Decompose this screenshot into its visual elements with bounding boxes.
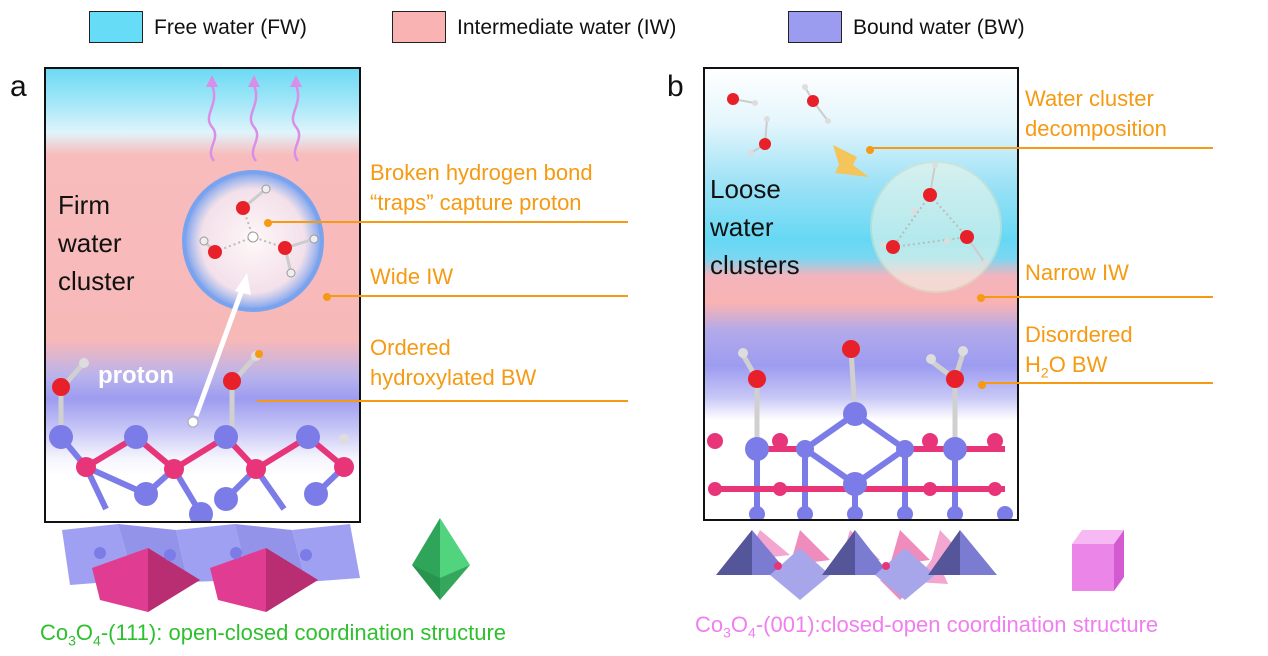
legend-swatch-bound-water: [788, 11, 842, 43]
panel-b-caption: Co3O4-(001):closed-open coordination str…: [695, 612, 1158, 640]
caption-sub: 3: [68, 632, 76, 649]
heat-wave-3: [291, 84, 301, 162]
loose-cluster-bubble: [870, 161, 1002, 293]
annotation-water-cluster-decomposition: Water cluster decomposition: [1025, 84, 1167, 144]
caption-sub: 3: [723, 624, 731, 641]
closed-open-polyhedra-chain: [716, 530, 997, 600]
proton-arrow: [193, 286, 246, 417]
heat-wave-2: [249, 84, 259, 162]
proton-atom: [187, 416, 199, 428]
green-octahedron-icon: [412, 518, 470, 600]
hydroxyl-hydrogen: [79, 358, 89, 368]
annotation-line: Water cluster: [1025, 86, 1154, 111]
legend-swatch-free-water: [89, 11, 143, 43]
proton-label: proton: [98, 362, 174, 389]
hydrogen-atom: [309, 234, 319, 244]
panel-b-box: [703, 67, 1019, 521]
panel-a-box: [44, 67, 361, 523]
oxygen-atom: [278, 241, 292, 255]
legend-label-bound-water: Bound water (BW): [853, 16, 1025, 39]
hydroxyl-hydrogen: [339, 434, 349, 444]
oxygen-atom: [236, 201, 250, 215]
panel-b-cluster-label: Loose water clusters: [710, 170, 800, 284]
hydrogen-atom: [247, 231, 259, 243]
formula-h: H: [1025, 352, 1041, 377]
formula-rest: O BW: [1048, 352, 1108, 377]
annotation-line: Ordered: [370, 335, 451, 360]
caption-sub: 4: [93, 632, 101, 649]
annotation-line: Disordered: [1025, 322, 1133, 347]
open-closed-polyhedra-chain: [62, 524, 360, 612]
annotation-line: H2O BW: [1025, 350, 1133, 387]
cluster-label-line: water: [58, 228, 122, 258]
formula-sub: 2: [1040, 364, 1049, 381]
panel-a-caption: Co3O4-(111): open-closed coordination st…: [40, 620, 506, 648]
decomposition-arrow: [833, 145, 869, 177]
annotation-line: “traps” capture proton: [370, 190, 582, 215]
annotation-disordered-bw: Disordered H2O BW: [1025, 320, 1133, 387]
cluster-label-line: cluster: [58, 266, 135, 296]
panel-b-letter: b: [667, 70, 684, 103]
annotation-wide-iw: Wide IW: [370, 264, 454, 289]
cluster-label-line: clusters: [710, 250, 800, 280]
free-water-molecules: [727, 84, 831, 156]
hydrogen-atom: [199, 236, 209, 246]
hydrogen-atom: [286, 268, 296, 278]
caption-text: -(001):closed-open coordination structur…: [755, 612, 1159, 637]
annotation-line: decomposition: [1025, 116, 1167, 141]
caption-o: O: [75, 620, 94, 645]
oxygen-atom: [208, 245, 222, 259]
panel-a-letter: a: [10, 70, 27, 103]
caption-text: -(111): open-closed coordination structu…: [100, 620, 507, 645]
annotation-line: hydroxylated BW: [370, 365, 537, 390]
panel-a-cluster-label: Firm water cluster: [58, 186, 135, 300]
caption-co: Co: [695, 612, 724, 637]
pink-cube-icon: [1072, 530, 1124, 591]
hydrogen-atom: [261, 184, 271, 194]
annotation-broken-hydrogen-bond: Broken hydrogen bond “traps” capture pro…: [370, 158, 593, 218]
cluster-label-line: Firm: [58, 190, 110, 220]
heat-wave-1: [207, 84, 217, 162]
panel-b-art: [707, 84, 1013, 519]
annotation-narrow-iw: Narrow IW: [1025, 260, 1129, 285]
ordered-bw-marker-dot: [255, 350, 263, 358]
annotation-ordered-bw: Ordered hydroxylated BW: [370, 333, 536, 393]
legend-label-intermediate-water: Intermediate water (IW): [457, 16, 677, 39]
panel-a-art: [49, 75, 354, 521]
legend-swatch-intermediate-water: [392, 11, 446, 43]
caption-sub: 4: [748, 624, 756, 641]
annotation-line: Broken hydrogen bond: [370, 160, 593, 185]
cluster-label-line: water: [710, 212, 774, 242]
hydroxyl-oxygen: [223, 372, 241, 390]
cluster-label-line: Loose: [710, 174, 781, 204]
hydroxyl-oxygen: [52, 378, 70, 396]
legend-label-free-water: Free water (FW): [154, 16, 307, 39]
caption-co: Co: [40, 620, 69, 645]
caption-o: O: [730, 612, 749, 637]
